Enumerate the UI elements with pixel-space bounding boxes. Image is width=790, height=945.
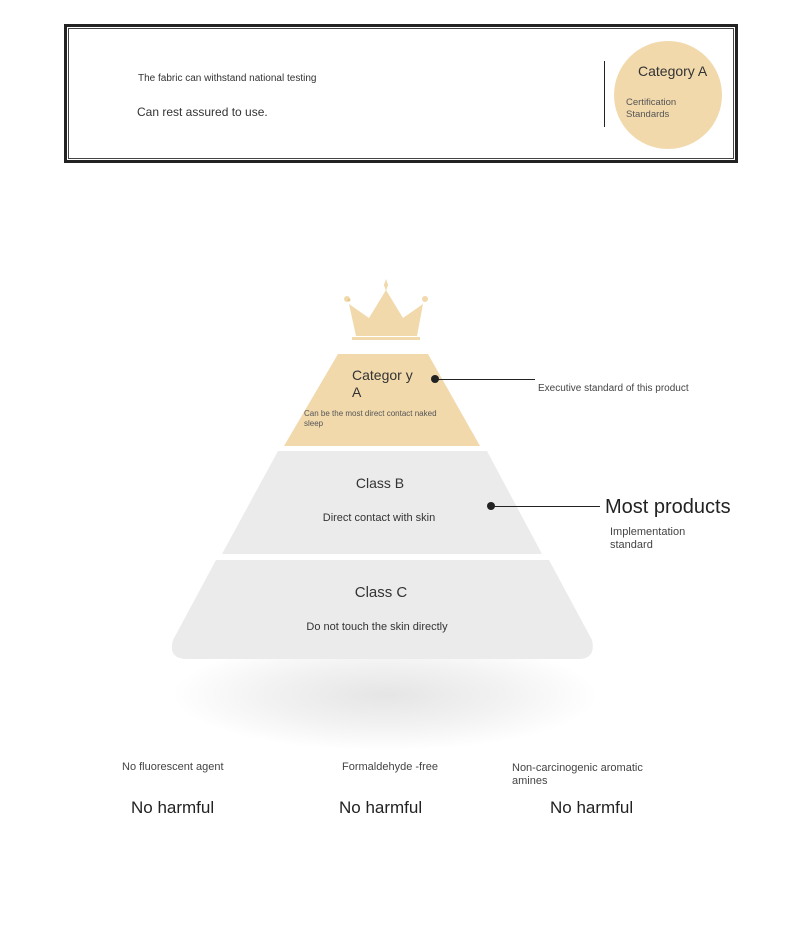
executive-standard-label: Executive standard of this product bbox=[538, 383, 689, 394]
vertical-divider bbox=[604, 61, 605, 127]
implementation-standard-label: Implementation standard bbox=[610, 526, 686, 551]
tier-b-description: Direct contact with skin bbox=[322, 512, 436, 524]
testing-text: The fabric can withstand national testin… bbox=[138, 73, 317, 84]
tier-a-title: Categor y A bbox=[352, 367, 413, 400]
tier-b-title: Class B bbox=[355, 475, 405, 491]
tier-c-description: Do not touch the skin directly bbox=[306, 621, 448, 633]
tier-b-shape bbox=[222, 451, 542, 554]
callout-line bbox=[491, 506, 600, 507]
certification-title: Category A bbox=[638, 63, 708, 79]
tier-c-title: Class C bbox=[354, 584, 408, 601]
feature-label: Formaldehyde -free bbox=[342, 761, 438, 773]
crown-icon bbox=[344, 279, 428, 340]
feature-label: No fluorescent agent bbox=[122, 761, 224, 773]
tier-a-description: Can be the most direct contact naked sle… bbox=[304, 409, 437, 428]
feature-value: No harmful bbox=[131, 798, 215, 817]
most-products-label: Most products bbox=[605, 496, 731, 518]
feature-label: Non-carcinogenic aromatic amines bbox=[512, 762, 643, 787]
tier-c-shape bbox=[171, 560, 593, 659]
certification-subtitle: Certification Standards bbox=[626, 97, 677, 120]
feature-value: No harmful bbox=[339, 798, 423, 817]
assurance-text: Can rest assured to use. bbox=[137, 105, 268, 119]
callout-line bbox=[435, 379, 535, 380]
certification-badge bbox=[614, 41, 722, 149]
feature-value: No harmful bbox=[550, 798, 634, 817]
